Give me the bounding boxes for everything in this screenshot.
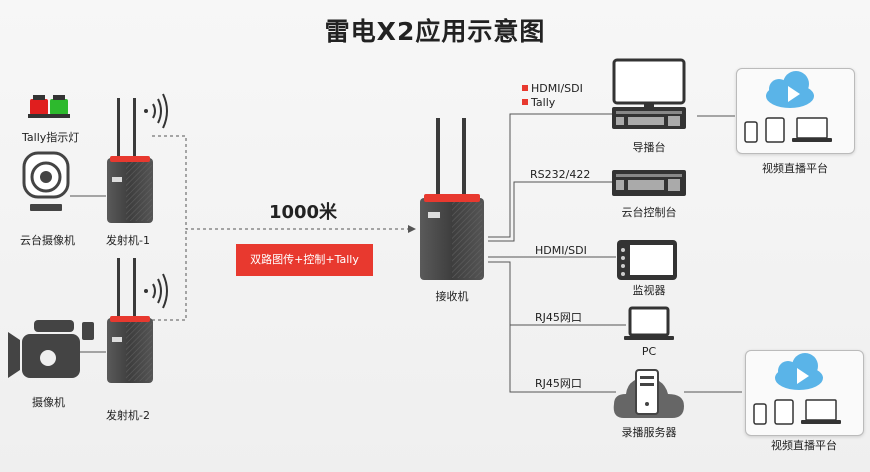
wifi-signal-icon [144,93,168,129]
link-features-box: 双路图传+控制+Tally [236,244,373,276]
legend-red-square [522,99,528,105]
tally-light-label: Tally指示灯 [22,131,80,144]
platform-1-devices [744,71,832,143]
transmitter-2-label: 发射机-2 [106,409,150,422]
distance-label: 1000米 [268,202,338,223]
link-switcher [488,113,612,238]
wifi-signal-icon [144,273,168,309]
transmitter-2-device [107,258,153,383]
ptz-camera-label: 云台摄像机 [20,234,75,247]
link-server [509,325,616,393]
camera-label: 摄像机 [32,396,65,409]
monitor-label: 监视器 [632,284,666,297]
link-pc [488,261,626,326]
platform-1-label: 视频直播平台 [762,162,828,175]
pc-icon [624,306,674,340]
pc-label: PC [641,345,657,358]
page-title: 雷电X2应用示意图 [324,17,546,46]
tx1-wireless-link [152,135,410,230]
rj45-link-2-label: RJ45网口 [535,377,582,390]
link-ptz-controller [488,181,612,242]
receiver-label: 接收机 [435,290,469,303]
camcorder-icon [8,320,94,378]
platform-2-label: 视频直播平台 [771,439,837,452]
rs232-link-label: RS232/422 [530,168,591,181]
receiver-device [420,118,484,280]
hdmi-link-label: HDMI/SDI [535,244,587,257]
legend-hdmi-sdi: HDMI/SDI [522,82,583,95]
rj45-link-1-label: RJ45网口 [535,311,582,324]
tally-light-icon [28,95,70,118]
field-monitor-device [617,240,677,280]
tx2-wireless-link [152,229,187,321]
recording-server-label: 录播服务器 [621,426,677,439]
transmitter-1-device [107,98,153,223]
legend-red-square [522,85,528,91]
switcher-label: 导播台 [632,141,666,154]
legend-tally: Tally [522,96,555,109]
transmitter-1-label: 发射机-1 [106,234,150,247]
connection-lines [70,113,742,393]
ptz-controller-label: 云台控制台 [621,206,677,219]
recording-server-icon [613,369,684,418]
switcher-device [612,58,686,129]
ptz-controller-device [612,170,686,196]
platform-2-devices [753,353,841,425]
ptz-camera-icon [22,151,70,211]
